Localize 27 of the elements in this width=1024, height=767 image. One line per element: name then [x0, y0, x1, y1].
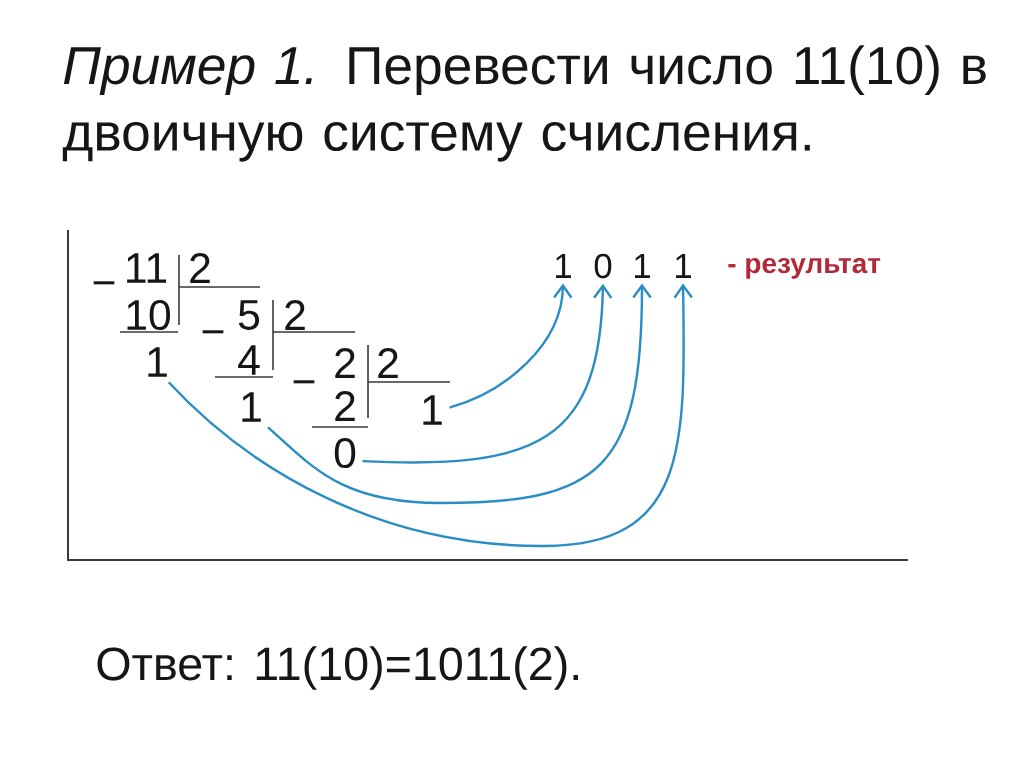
result-note: - результат	[728, 257, 881, 279]
result-digit: 1	[556, 254, 571, 278]
division-number: 4	[238, 345, 260, 375]
title: Пример 1. Перевести число 11(10) в двоичную систему счисления.	[62, 45, 986, 162]
division-number: 2	[285, 300, 305, 330]
minus-sign: −	[293, 380, 315, 384]
division-number: 10	[127, 299, 171, 331]
result-digit: 1	[676, 254, 691, 278]
remainder-digit: 1	[148, 347, 167, 377]
division-number: 2	[190, 253, 210, 283]
curved-arrow	[449, 283, 573, 409]
division-number: 2	[335, 391, 355, 421]
answer-text: Ответ: 11(10)=1011(2).	[97, 646, 578, 690]
minus-sign: −	[202, 330, 224, 334]
remainder-digit: 0	[334, 437, 356, 469]
result-digit: 1	[635, 254, 650, 278]
remainder-digit: 1	[242, 392, 261, 422]
curved-arrow	[267, 283, 652, 505]
curved-arrow	[362, 283, 613, 464]
minus-sign: −	[93, 281, 115, 285]
division-number: 11	[127, 253, 167, 283]
curved-arrow	[167, 283, 693, 548]
result-digit: 0	[594, 253, 612, 279]
division-number: 2	[335, 348, 355, 378]
division-number: 5	[238, 300, 260, 330]
quotient-digit: 1	[423, 395, 442, 425]
division-number: 2	[378, 348, 398, 378]
